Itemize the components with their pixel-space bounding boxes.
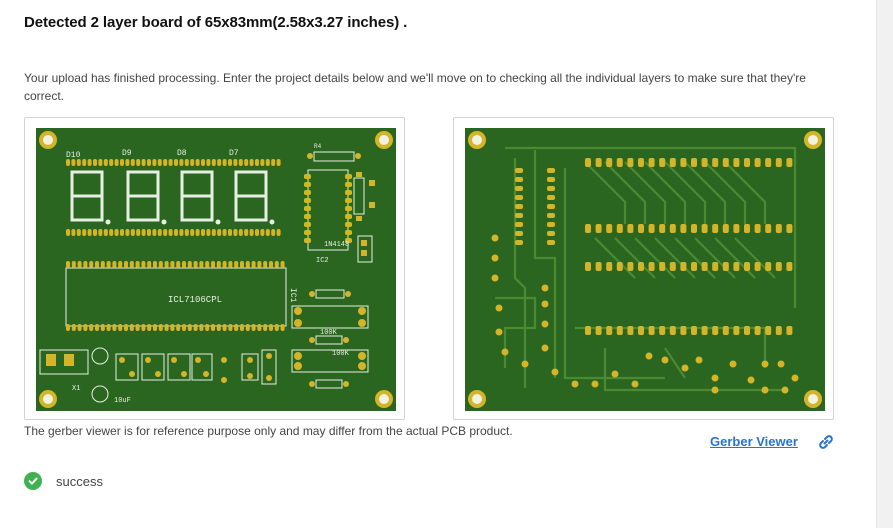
pcb-top-image: D10 D9 D8 D7 ICL7106CPL IC1 IC2 (36, 128, 396, 411)
label-d9: D9 (122, 149, 132, 158)
label-d7: D7 (229, 149, 239, 158)
label-x1: X1 (72, 385, 80, 393)
label-ic1-part: ICL7106CPL (168, 295, 222, 305)
upload-status: success (24, 472, 103, 490)
label-r4: R4 (314, 143, 322, 150)
label-d1: 1N4148 (324, 241, 349, 249)
check-icon (24, 472, 42, 490)
pcb-top-preview: D10 D9 D8 D7 ICL7106CPL IC1 IC2 (24, 117, 405, 420)
gerber-viewer-link[interactable]: Gerber Viewer (710, 434, 798, 449)
label-ic2: IC2 (316, 257, 329, 265)
link-icon[interactable] (817, 433, 835, 451)
label-r1: 100K (320, 329, 338, 337)
label-d8: D8 (177, 149, 187, 158)
label-r2: 100K (332, 350, 350, 358)
label-c2: 10uF (114, 397, 131, 405)
page-title: Detected 2 layer board of 65x83mm(2.58x3… (24, 14, 408, 31)
pcb-bottom-preview (453, 117, 834, 420)
label-ic1: IC1 (288, 288, 297, 303)
scrollbar[interactable] (876, 0, 893, 528)
label-d10: D10 (66, 151, 81, 160)
gerber-disclaimer: The gerber viewer is for reference purpo… (24, 424, 513, 438)
pcb-bottom-image (465, 128, 825, 411)
status-text: success (56, 473, 103, 489)
upload-description: Your upload has finished processing. Ent… (24, 71, 806, 103)
